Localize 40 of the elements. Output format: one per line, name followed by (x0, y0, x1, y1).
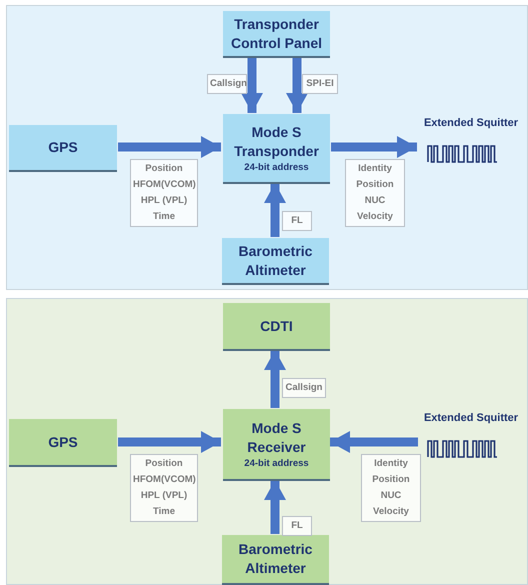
block-title: Barometric Altimeter (238, 540, 314, 578)
block-box (223, 11, 330, 58)
arrow (118, 136, 221, 158)
arrow (330, 431, 418, 453)
block-box (9, 125, 117, 172)
edge-label: FL (282, 516, 312, 536)
arrow (264, 350, 286, 408)
arrow (118, 431, 221, 453)
block-title: CDTI (260, 316, 293, 336)
arrow (286, 57, 308, 113)
edge-label: FL (282, 211, 312, 231)
block-subtitle: 24-bit address (244, 162, 309, 173)
edge-label: SPI-EI (302, 74, 338, 94)
block-box (9, 419, 117, 467)
signal-label: Extended Squitter (424, 116, 518, 131)
block-subtitle: 24-bit address (244, 458, 309, 469)
signal-label: Extended Squitter (424, 411, 518, 426)
block-title: GPS (48, 432, 78, 452)
block-box (223, 114, 330, 184)
edge-label: Identity Position NUC Velocity (361, 454, 421, 522)
block-title: Mode S Receiver (246, 419, 307, 457)
block-title: Transponder Control Panel (230, 14, 323, 52)
block-box (222, 238, 329, 285)
edge-label: Position HFOM(VCOM) HPL (VPL) Time (130, 159, 198, 227)
block-title: Mode S Transponder (233, 123, 320, 161)
block-box (223, 409, 330, 481)
arrow (264, 480, 286, 534)
panel-background (6, 298, 528, 585)
block-box (223, 303, 330, 351)
edge-label: Callsign (282, 378, 326, 398)
edge-label: Position HFOM(VCOM) HPL (VPL) Time (130, 454, 198, 522)
panel-background (6, 5, 528, 290)
arrow (241, 57, 263, 113)
arrow (264, 183, 286, 237)
block-title: Barometric Altimeter (238, 242, 314, 280)
edge-label: Identity Position NUC Velocity (345, 159, 405, 227)
arrow (331, 136, 417, 158)
edge-label: Callsign (207, 74, 247, 94)
block-box (222, 535, 329, 585)
block-title: GPS (48, 138, 78, 157)
